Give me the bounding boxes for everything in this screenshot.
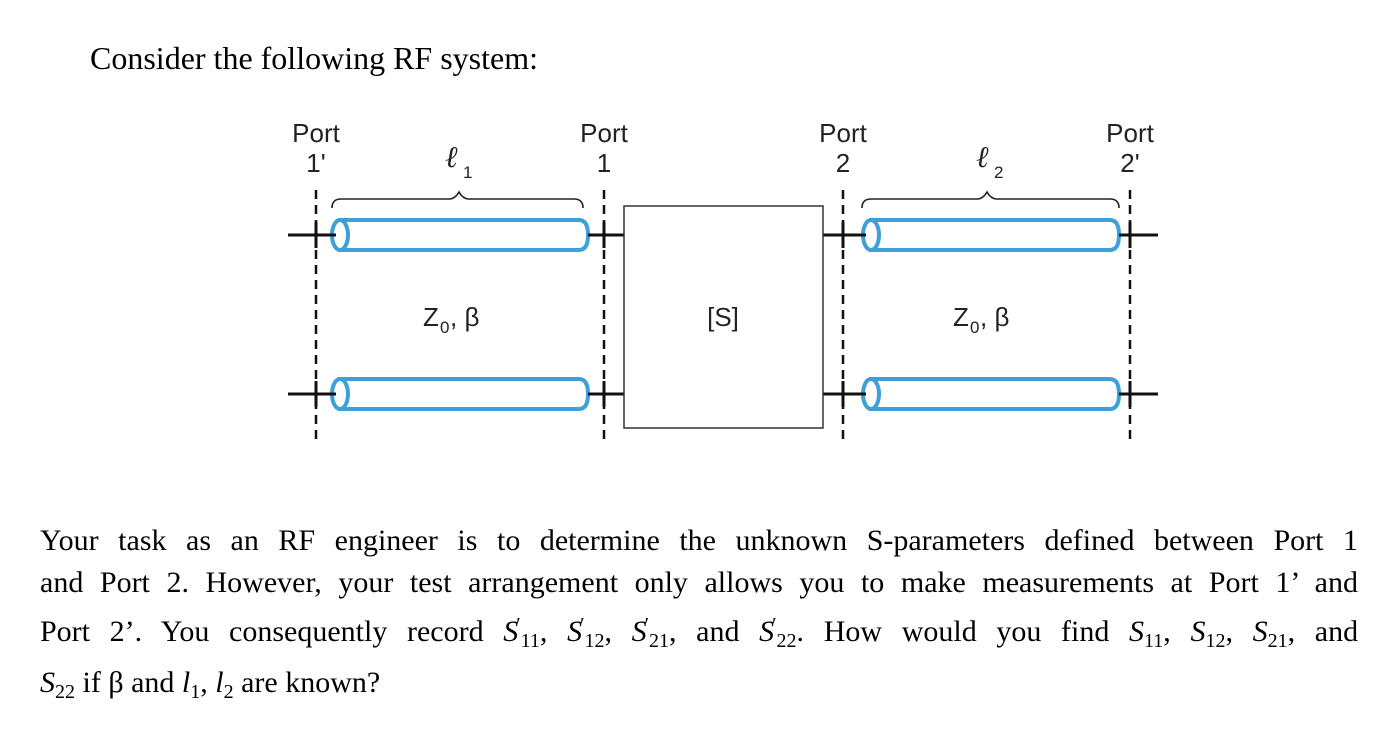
z-symbol: Z: [953, 302, 969, 332]
s22: S22: [40, 666, 75, 703]
ell-subscript: 1: [463, 163, 472, 182]
s22-prime: S′22: [759, 614, 797, 652]
problem-line-2: and Port 2. However, your test arrangeme…: [40, 566, 1358, 599]
text-run: Port 2’. You consequently record: [40, 615, 484, 648]
text-run: if β and: [82, 666, 175, 699]
s21: S21: [1252, 615, 1288, 652]
problem-statement: Your task as an RF engineer is to determ…: [40, 520, 1358, 713]
s12-prime: S′12: [567, 614, 605, 652]
z-subscript: 0: [970, 318, 979, 337]
s11: S11: [1129, 615, 1164, 652]
port-number: 2: [836, 148, 850, 178]
text-run: . How would you find: [796, 615, 1110, 648]
coax-top: [330, 218, 591, 252]
ell-symbol: ℓ: [445, 140, 458, 175]
port-word: Port: [580, 118, 628, 148]
transmission-line-1: [330, 218, 591, 411]
l2: l2: [215, 666, 234, 703]
problem-line-3: Port 2’. You consequently record S′11, S…: [40, 614, 1359, 652]
transmission-line-2: [861, 218, 1122, 411]
coax-top: [861, 218, 1122, 252]
z-subscript: 0: [440, 318, 449, 337]
port-number: 2': [1120, 148, 1139, 178]
port-label-2: Port 2: [819, 118, 867, 178]
coax-bottom: [330, 377, 591, 411]
ell-subscript: 2: [994, 163, 1003, 182]
intro-text: Consider the following RF system:: [90, 40, 538, 76]
line-params-2: Z 0 , β: [953, 302, 1009, 337]
length-brace-2: [861, 190, 1120, 209]
beta-text: , β: [980, 302, 1009, 332]
text-run: and: [1314, 615, 1359, 648]
length-label-1: ℓ 1: [445, 140, 472, 182]
network-label: [S]: [707, 302, 739, 332]
text-run: and: [696, 615, 740, 648]
line-params-1: Z 0 , β: [423, 302, 479, 337]
port-number: 1: [597, 148, 611, 178]
rf-system-diagram: Port 1' Port 1 Port 2 Port 2' ℓ 1 ℓ 2: [288, 118, 1158, 440]
port-label-1-prime: Port 1': [292, 118, 340, 178]
coax-bottom: [861, 377, 1122, 411]
port-word: Port: [292, 118, 340, 148]
port-label-1: Port 1: [580, 118, 628, 178]
port-word: Port: [819, 118, 867, 148]
port-word: Port: [1106, 118, 1154, 148]
port-reference-planes: [314, 190, 1132, 440]
problem-line-1: Your task as an RF engineer is to determ…: [40, 524, 1358, 557]
z-symbol: Z: [423, 302, 439, 332]
s21-prime: S′21: [631, 614, 669, 652]
text-run: are known?: [241, 666, 381, 699]
port-number: 1': [306, 148, 325, 178]
length-label-2: ℓ 2: [976, 140, 1003, 182]
ell-symbol: ℓ: [976, 140, 989, 175]
s12: S12: [1190, 615, 1226, 652]
beta-text: , β: [450, 302, 479, 332]
s-parameter-network-box: [623, 205, 824, 429]
problem-line-4: S22 if β and l1, l2 are known?: [40, 666, 381, 703]
s11-prime: S′11: [503, 614, 540, 652]
terminal-crosses: [288, 222, 1158, 407]
port-label-2-prime: Port 2': [1106, 118, 1154, 178]
l1: l1: [181, 666, 201, 703]
length-brace-1: [331, 190, 584, 209]
